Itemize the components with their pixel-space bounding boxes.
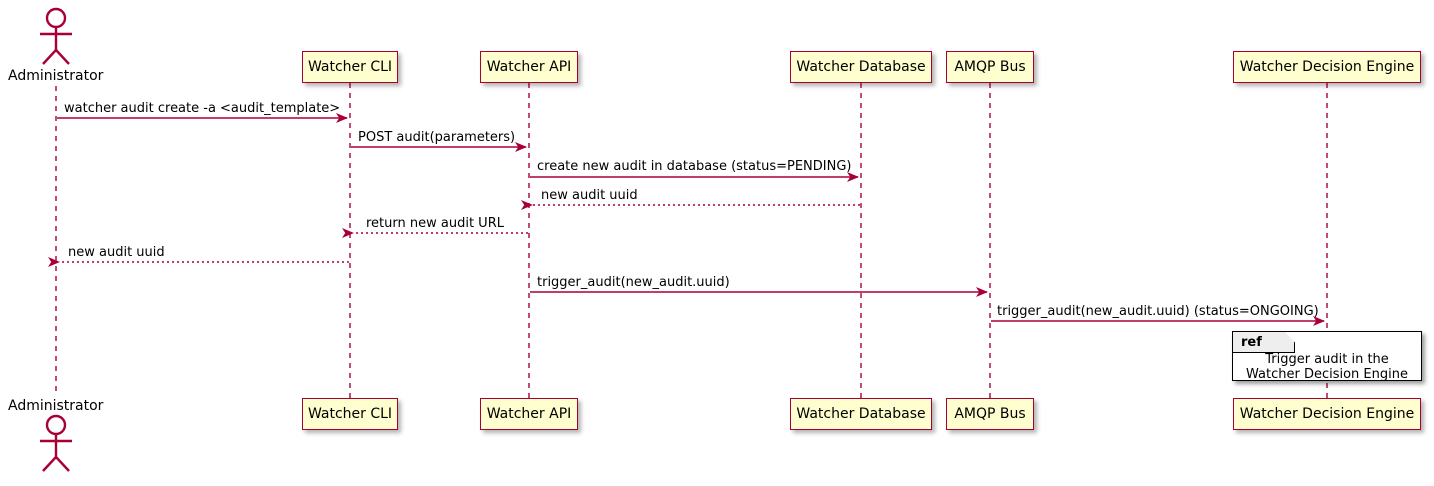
message-label-3: create new audit in database (status=PEN…: [537, 159, 852, 174]
actor-label-administrator-bottom: Administrator: [8, 398, 104, 414]
ref-fragment-tab-label: ref: [1233, 332, 1295, 353]
message-label-8: trigger_audit(new_audit.uuid) (status=ON…: [997, 304, 1319, 319]
participant-box-amqp-bus-bottom[interactable]: AMQP Bus: [946, 398, 1034, 430]
message-label-5: return new audit URL: [366, 216, 504, 231]
participant-box-watcher-decision-engine-bottom[interactable]: Watcher Decision Engine: [1233, 398, 1421, 430]
participant-box-watcher-cli-top[interactable]: Watcher CLI: [302, 51, 398, 83]
actor-label-administrator-top: Administrator: [8, 68, 104, 84]
participant-box-watcher-decision-engine-top[interactable]: Watcher Decision Engine: [1233, 51, 1421, 83]
actor-figure-bottom: [40, 414, 72, 472]
message-label-4: new audit uuid: [541, 188, 638, 203]
message-label-6: new audit uuid: [68, 245, 165, 260]
participant-box-watcher-database-top[interactable]: Watcher Database: [790, 51, 932, 83]
message-label-2: POST audit(parameters): [358, 130, 516, 145]
ref-fragment-line-1: Trigger audit in the: [1265, 352, 1389, 367]
ref-fragment: ref Trigger audit in the Watcher Decisio…: [1232, 331, 1422, 382]
message-label-7: trigger_audit(new_audit.uuid): [537, 275, 730, 290]
ref-fragment-body: Trigger audit in the Watcher Decision En…: [1233, 352, 1421, 382]
actor-figure-top: [40, 7, 72, 65]
participant-box-watcher-api-top[interactable]: Watcher API: [480, 51, 578, 83]
participant-box-amqp-bus-top[interactable]: AMQP Bus: [946, 51, 1034, 83]
ref-fragment-line-2: Watcher Decision Engine: [1246, 367, 1408, 382]
participant-box-watcher-database-bottom[interactable]: Watcher Database: [790, 398, 932, 430]
participant-box-watcher-api-bottom[interactable]: Watcher API: [480, 398, 578, 430]
participant-box-watcher-cli-bottom[interactable]: Watcher CLI: [302, 398, 398, 430]
message-label-1: watcher audit create -a <audit_template>: [64, 101, 341, 116]
